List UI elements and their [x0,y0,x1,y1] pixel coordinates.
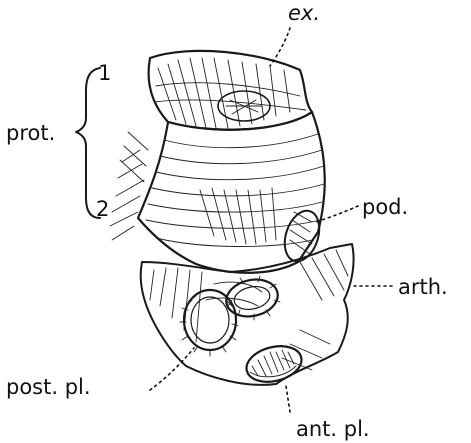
leader-ant-pl [286,386,290,412]
label-prot-1: 1 [98,61,111,85]
label-post-pl: post. pl. [6,375,91,399]
leader-post-pl [150,348,194,390]
posterior-plate [180,290,238,356]
specimen-drawing [110,51,354,387]
label-pod: pod. [362,195,408,219]
label-arth: arth. [398,275,448,299]
label-ant-pl: ant. pl. [296,417,370,441]
leader-ex [270,28,290,66]
label-prot-2: 2 [96,197,109,221]
label-prot: prot. [6,121,55,145]
prot-bracket [76,68,100,218]
prothorax-body [110,112,325,273]
exuvium-cap [149,51,312,130]
label-ex: ex. [288,1,320,25]
labels: ex. prot. 1 2 pod. arth. post. pl. ant. … [6,1,448,441]
